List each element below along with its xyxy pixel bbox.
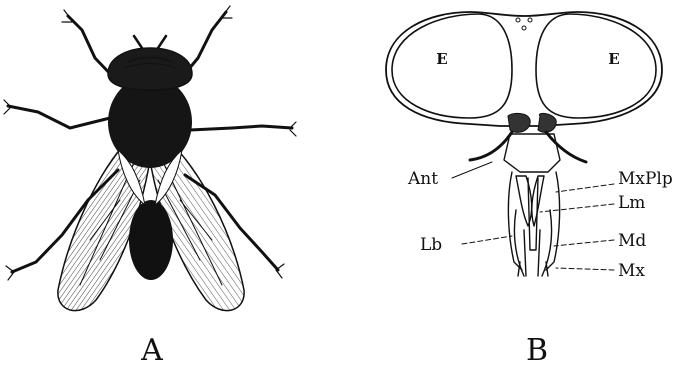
fly-abdomen xyxy=(129,200,173,280)
label-ant: Ant xyxy=(407,169,438,189)
label-mx: Mx xyxy=(618,261,645,281)
fly-illustration xyxy=(4,6,296,311)
left-compound-eye xyxy=(392,14,512,118)
right-compound-eye xyxy=(536,14,656,118)
ocelli xyxy=(516,18,532,30)
leader-lines xyxy=(452,162,614,270)
label-lb: Lb xyxy=(420,235,442,255)
mouthparts xyxy=(508,172,559,276)
right-eye-label: E xyxy=(608,50,619,68)
panel-b-label: B xyxy=(526,333,548,368)
head-outline xyxy=(386,12,662,126)
label-mxplp: MxPlp xyxy=(618,169,673,189)
panel-a-label: A xyxy=(140,333,163,368)
label-lm: Lm xyxy=(618,193,645,213)
label-md: Md xyxy=(618,231,646,251)
antennae xyxy=(470,113,586,162)
fly-head xyxy=(108,48,192,90)
left-eye-label: E xyxy=(436,50,447,68)
